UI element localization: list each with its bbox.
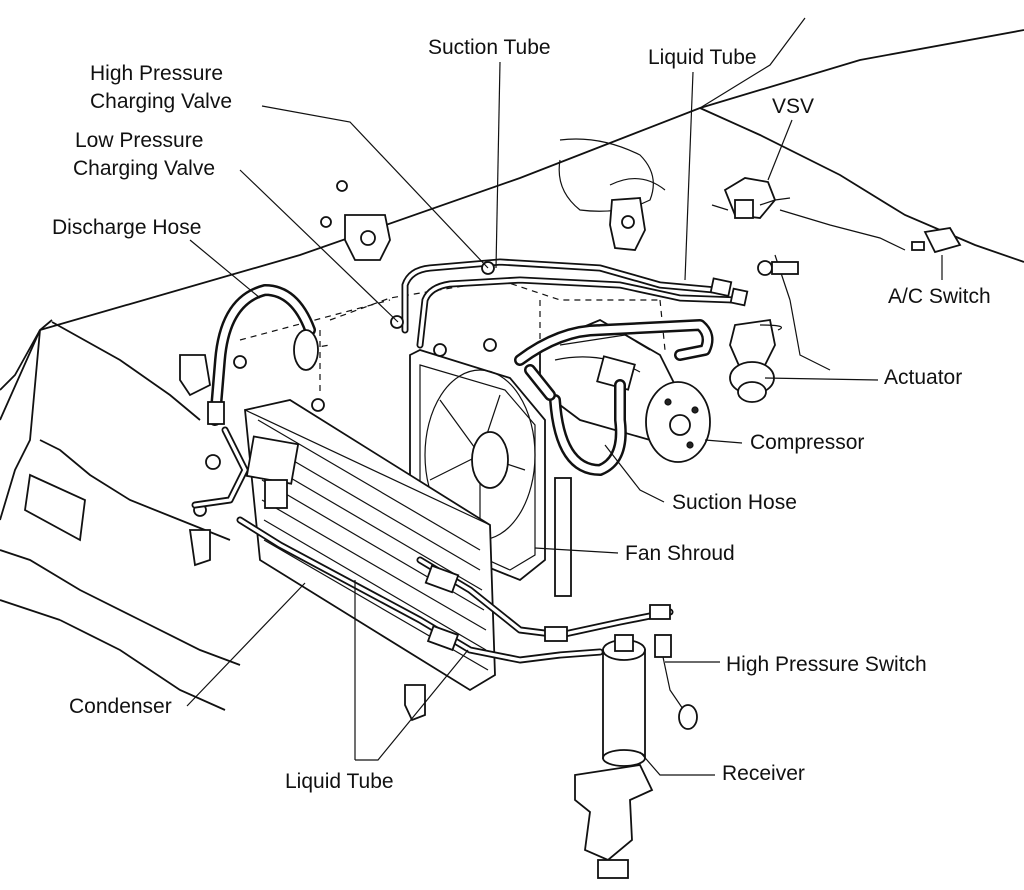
receiver-bracket: [574, 764, 654, 879]
ac-switch-part: [911, 227, 962, 254]
label-vsv: VSV: [772, 95, 815, 118]
bolts: [757, 260, 799, 276]
discharge-hose: [179, 284, 319, 470]
lower-liquid-tube: [191, 426, 674, 664]
label-actuator: Actuator: [884, 366, 963, 389]
suction-hose: [514, 319, 714, 476]
label-low-pressure-charging-valve: Low Pressure Charging Valve: [73, 127, 215, 183]
leader-lines: [186, 61, 943, 776]
label-condenser: Condenser: [69, 695, 172, 718]
label-suction-hose: Suction Hose: [672, 491, 797, 514]
condenser-part: [188, 398, 496, 722]
label-receiver: Receiver: [722, 762, 805, 785]
high-pressure-switch-part: [654, 634, 698, 730]
label-suction-tube: Suction Tube: [428, 36, 551, 59]
compressor-part: [539, 318, 711, 463]
vsv-unit: [711, 177, 791, 219]
label-high-pressure-switch: High Pressure Switch: [726, 653, 927, 676]
label-ac-switch: A/C Switch: [888, 285, 991, 308]
clamp-left: [320, 180, 391, 261]
label-line: Charging Valve: [73, 157, 216, 180]
label-discharge-hose: Discharge Hose: [52, 216, 202, 239]
actuator-part: [729, 318, 782, 403]
clamp-top: [609, 197, 646, 251]
receiver-part: [602, 634, 646, 767]
top-tubes: [390, 258, 749, 349]
car-body: [0, 17, 1024, 711]
label-compressor: Compressor: [750, 431, 865, 454]
label-line: Low Pressure: [75, 129, 204, 152]
label-liquid-tube-top: Liquid Tube: [648, 46, 757, 69]
label-high-pressure-charging-valve: High Pressure Charging Valve: [90, 60, 232, 116]
label-fan-shroud: Fan Shroud: [625, 542, 735, 565]
label-line: Charging Valve: [90, 90, 233, 113]
label-liquid-tube-bottom: Liquid Tube: [285, 770, 394, 793]
label-line: High Pressure: [90, 62, 224, 85]
